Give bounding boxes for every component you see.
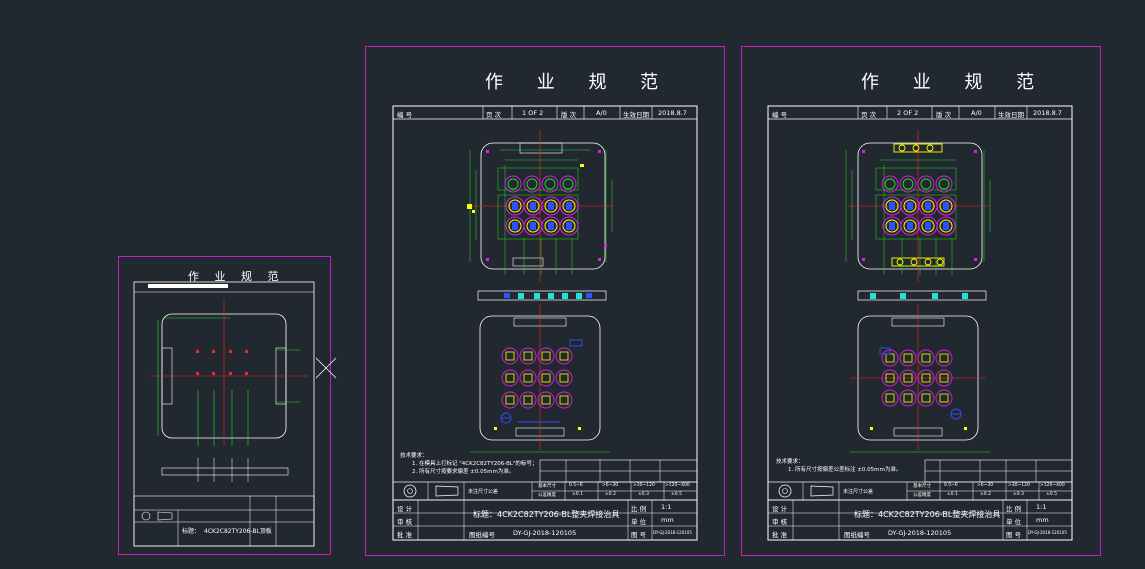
page2-tolerance-label: 未注尺寸公差: [843, 489, 874, 495]
page2-approve-label: 批 准: [772, 531, 788, 539]
page2-date-value: 2018.8.7: [1033, 109, 1062, 117]
page2-design-label: 设 计: [772, 505, 788, 513]
page1-no-label: 图 号: [631, 531, 647, 539]
tol-r2: ±0.2: [605, 492, 616, 497]
page2-version-label: 版 次: [936, 111, 952, 119]
page1-name-value: 4CK2C82TY206-BL整夹焊接治具: [497, 510, 620, 519]
tol2-h2: >6~30: [977, 483, 994, 488]
cross-marker-icon: [315, 357, 337, 379]
drawing-sheet-small[interactable]: [118, 256, 331, 555]
drawing-sheet-page2[interactable]: [741, 46, 1101, 556]
page1-page-value: 1 OF 2: [522, 109, 544, 117]
page1-date-value: 2018.8.7: [658, 109, 687, 117]
page1-version-value: A/0: [596, 109, 607, 117]
tol-r1: ±0.1: [572, 492, 583, 497]
page2-unit-value: mm: [1036, 516, 1049, 524]
page2-notes-line1: 1. 所有尺寸按偏差公差标注 ±0.05mm为准。: [788, 467, 902, 473]
tol2-h0: 基本尺寸: [913, 484, 931, 489]
page1-no-value: DY-GJ-2018-120105: [653, 530, 692, 535]
tol-r4: ±0.5: [671, 492, 682, 497]
page2-review-label: 审 核: [772, 518, 788, 526]
page2-scale-label: 比 例: [1006, 505, 1022, 513]
page1-tech-notes: 技术要求： 1. 在模具上打标记 "4CK2C82TY206-BL"的标号； 2…: [400, 452, 537, 476]
page2-page-label: 页 次: [861, 111, 877, 119]
page1-title-block: 设 计 审 核 批 准 标题： 4CK2C82TY206-BL整夹焊接治具 图纸…: [393, 500, 697, 540]
sheet-small-title: 作 业 规 范: [188, 270, 285, 283]
tol2-h1: 0.5~6: [944, 483, 958, 488]
tol-h1: 0.5~6: [569, 483, 583, 488]
page1-unit-value: mm: [661, 516, 674, 524]
page1-review-label: 审 核: [397, 518, 413, 526]
tol-r3: ±0.3: [638, 492, 649, 497]
tol2-h4: >120~400: [1040, 483, 1065, 488]
page1-name-label: 标题：: [473, 510, 497, 519]
page1-unit-label: 单 位: [631, 518, 647, 526]
tol2-r1: ±0.1: [947, 492, 958, 497]
page2-serial-label: 编 号: [772, 111, 788, 119]
tol2-r4: ±0.5: [1046, 492, 1057, 497]
tol-h4: >120~400: [665, 483, 690, 488]
page1-scale-value: 1:1: [661, 503, 672, 511]
page1-header: 编 号 页 次 1 OF 2 版 次 A/0 生效日期 2018.8.7: [393, 107, 697, 119]
tol-h0: 基本尺寸: [538, 484, 556, 489]
page1-tolerance-label: 未注尺寸公差: [468, 489, 499, 495]
tol2-r2: ±0.2: [980, 492, 991, 497]
page2-page-value: 2 OF 2: [897, 109, 919, 117]
tol-r0: 公差精度: [538, 493, 556, 498]
page2-title-block: 设 计 审 核 批 准 标题： 4CK2C82TY206-BL整夹焊接治具 图纸…: [768, 500, 1072, 540]
sheet-page2-title: 作 业 规 范: [861, 72, 1049, 93]
page1-date-label: 生效日期: [623, 111, 649, 119]
page2-tech-notes: 技术要求： 1. 所有尺寸按偏差公差标注 ±0.05mm为准。: [776, 458, 901, 474]
page1-approve-label: 批 准: [397, 531, 413, 539]
page2-version-value: A/0: [971, 109, 982, 117]
page1-drawing-no-value: DY-GJ-2018-120105: [513, 529, 577, 537]
page2-name-value: 4CK2C82TY206-BL整夹焊接治具: [878, 510, 1001, 519]
small-sheet-name-value: 4CK2C82TY206-BL顶板: [204, 528, 272, 535]
tol2-r0: 公差精度: [913, 493, 931, 498]
tol2-h3: >30~120: [1008, 483, 1030, 488]
page1-serial-label: 编 号: [397, 111, 413, 119]
page1-notes-line1: 1. 在模具上打标记 "4CK2C82TY206-BL"的标号；: [412, 461, 538, 467]
page1-notes-line2: 2. 所有尺寸按要求偏差 ±0.05mm为准。: [412, 469, 515, 475]
page1-design-label: 设 计: [397, 505, 413, 513]
page1-scale-label: 比 例: [631, 505, 647, 513]
page2-no-label: 图 号: [1006, 531, 1022, 539]
drawing-sheet-page1[interactable]: [365, 46, 725, 556]
page1-drawing-no-label: 图纸编号: [469, 531, 495, 539]
small-sheet-name-label: 标题：: [182, 528, 201, 535]
sheet-page1-title: 作 业 规 范: [485, 72, 673, 93]
page2-notes-heading: 技术要求：: [776, 459, 804, 465]
page1-notes-heading: 技术要求：: [400, 453, 428, 459]
page2-drawing-no-label: 图纸编号: [844, 531, 870, 539]
page2-no-value: DY-GJ-2018-120105: [1028, 530, 1067, 535]
tol-h3: >30~120: [633, 483, 655, 488]
page2-header: 编 号 页 次 2 OF 2 版 次 A/0 生效日期 2018.8.7: [768, 107, 1072, 119]
page1-version-label: 版 次: [561, 111, 577, 119]
page2-drawing-no-value: DY-GJ-2018-120105: [888, 529, 952, 537]
page2-name-label: 标题：: [854, 510, 878, 519]
page1-page-label: 页 次: [486, 111, 502, 119]
page2-unit-label: 单 位: [1006, 518, 1022, 526]
page2-scale-value: 1:1: [1036, 503, 1047, 511]
tol-h2: >6~30: [602, 483, 619, 488]
page2-date-label: 生效日期: [998, 111, 1024, 119]
tol2-r3: ±0.3: [1013, 492, 1024, 497]
